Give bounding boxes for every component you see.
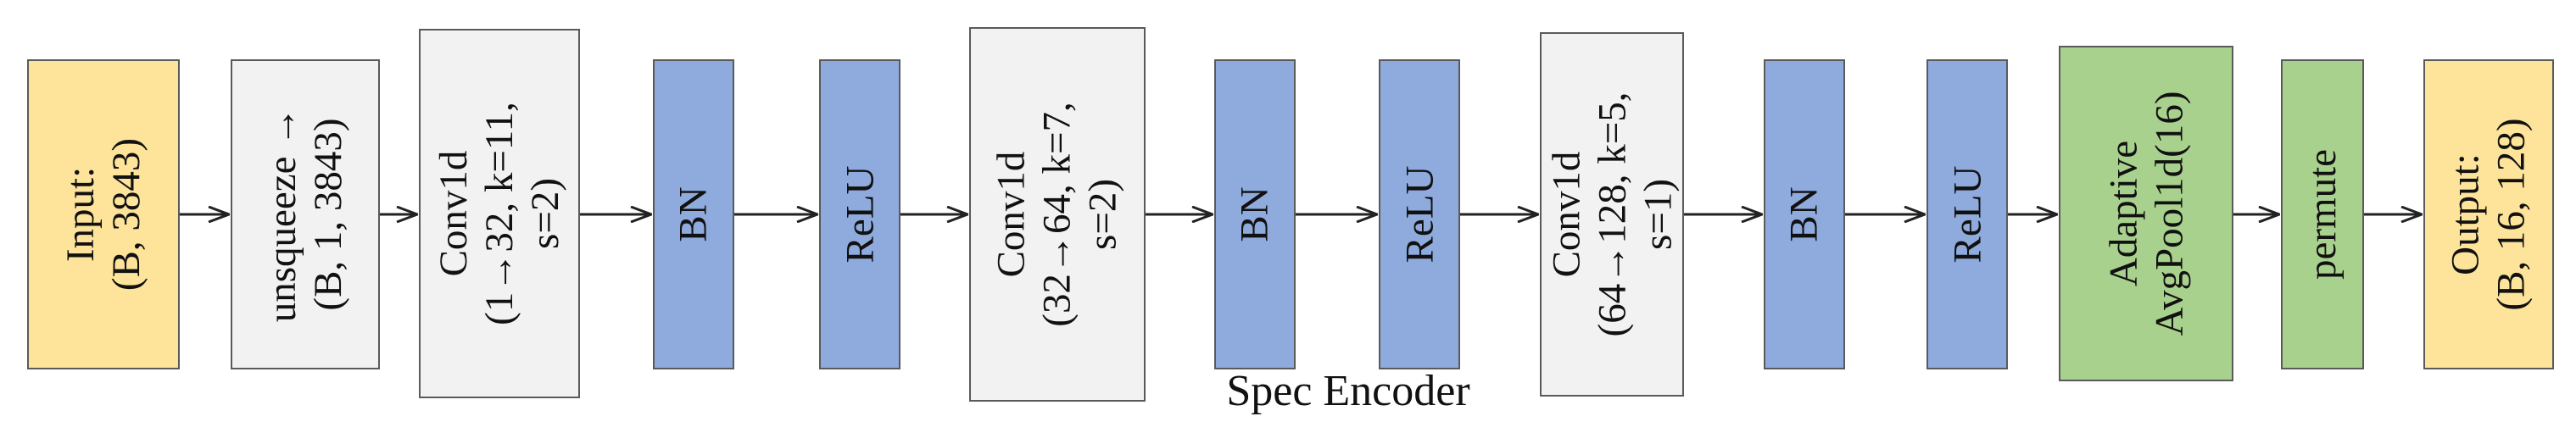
conv1d-block-3: Conv1d (64→128, k=5, s=1) [1540, 32, 1684, 397]
conv1d-block-2: Conv1d (32→64, k=7, s=2) [969, 27, 1146, 402]
relu-block-2: ReLU [1379, 59, 1460, 369]
conv1d-block-1: Conv1d (1→32, k=11, s=2) [419, 29, 580, 398]
output-block: Output: (B, 16, 128) [2423, 59, 2554, 369]
batchnorm-block-1: BN [653, 59, 734, 369]
adaptive-avgpool-block: Adaptive AvgPool1d(16) [2059, 46, 2233, 381]
spec-encoder-caption: Spec Encoder [1226, 367, 1470, 415]
input-block: Input: (B, 3843) [27, 59, 180, 369]
batchnorm-block-3: BN [1764, 59, 1845, 369]
relu-block-1: ReLU [819, 59, 900, 369]
unsqueeze-block: unsqueeze → (B, 1, 3843) [231, 59, 380, 369]
relu-block-3: ReLU [1926, 59, 2008, 369]
batchnorm-block-2: BN [1214, 59, 1296, 369]
permute-block: permute [2281, 59, 2364, 369]
